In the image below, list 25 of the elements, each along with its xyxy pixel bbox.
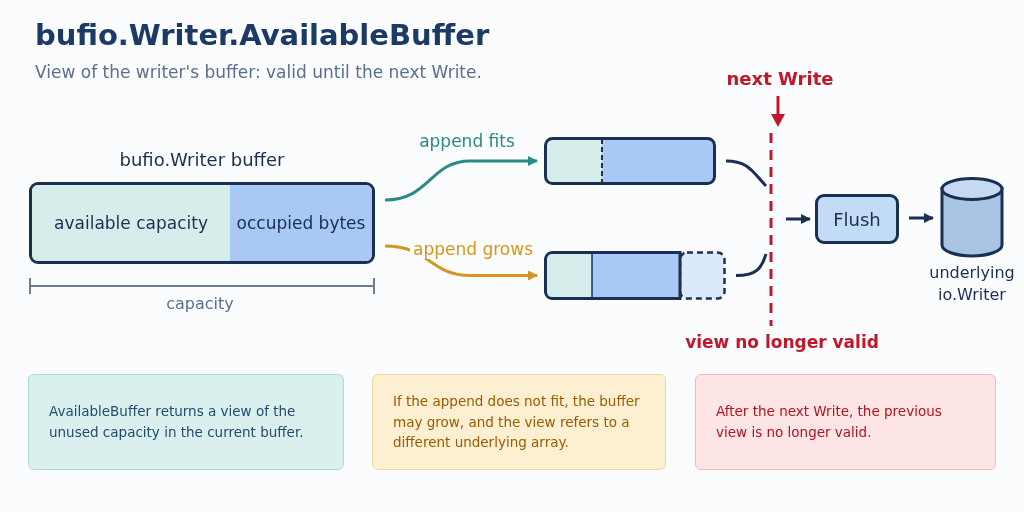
note-text: After the next Write, the previous view is no longer valid.	[716, 402, 943, 442]
note-card	[28, 374, 344, 470]
note-card	[372, 374, 666, 470]
connector-line	[725, 159, 768, 187]
process-box: Flush	[815, 194, 899, 244]
arrow	[909, 213, 934, 223]
warning-label: view no longer valid	[685, 332, 879, 352]
available-segment: available capacity	[32, 185, 231, 261]
marker-label: next Write	[726, 68, 834, 89]
occupied-segment: occupied bytes	[230, 185, 372, 261]
edge-label: append grows	[410, 239, 536, 259]
buffer-bar	[544, 251, 726, 300]
storage-label: underlying io.Writer	[928, 262, 1016, 306]
arrow	[786, 214, 811, 224]
arrow	[384, 244, 538, 281]
dimension-label: capacity	[166, 294, 234, 313]
buffer-bar	[544, 137, 716, 185]
connector-line	[735, 253, 768, 277]
subtitle: View of the writer's buffer: valid until the next Write.	[35, 62, 482, 82]
arrow	[384, 156, 538, 202]
buffer-heading: bufio.Writer buffer	[119, 149, 285, 170]
title: bufio.Writer.AvailableBuffer	[35, 18, 490, 52]
note-text: AvailableBuffer returns a view of the unused capacity in the current buffer.	[49, 402, 305, 442]
note-card	[695, 374, 996, 470]
note-text: If the append does not fit, the buffer may grow, and the view refers to a different underlying array.	[393, 391, 641, 453]
